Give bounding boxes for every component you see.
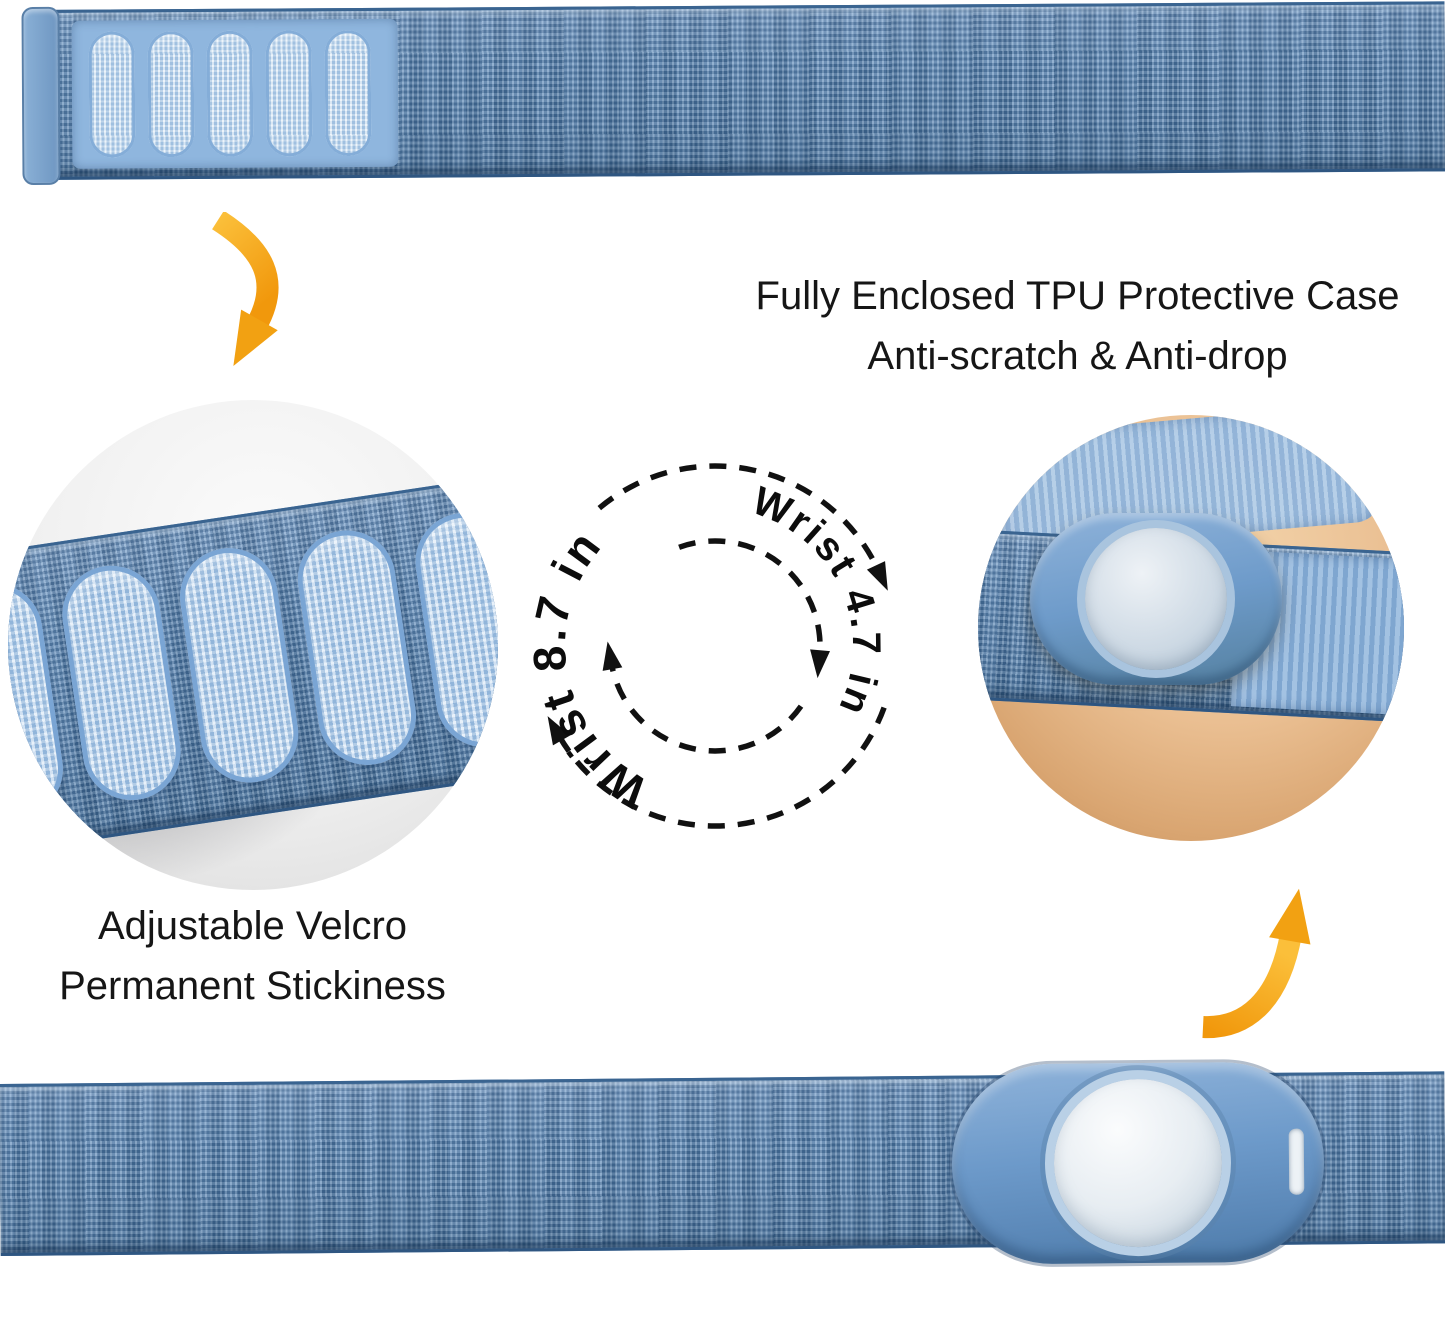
case-annotation-line1: Fully Enclosed TPU Protective Case	[755, 274, 1400, 318]
tpu-case-on-wrist	[1030, 513, 1282, 685]
top-strap	[21, 1, 1445, 186]
case-annotation: Fully Enclosed TPU Protective Case Anti-…	[715, 266, 1440, 386]
inner-dashed-arc	[602, 641, 804, 754]
loop-slot	[206, 30, 254, 157]
loop-slot-closeup	[8, 576, 70, 825]
outer-dashed-arc	[547, 706, 887, 829]
airtag-dome	[1085, 528, 1227, 670]
wrist-size-diagram: Wrist 8.7 in Wrist 4.7 in	[522, 463, 888, 829]
airtag-case	[951, 1061, 1325, 1265]
case-annotation-line2: Anti-scratch & Anti-drop	[867, 334, 1288, 378]
svg-text:Wrist 8.7 in: Wrist 8.7 in	[522, 519, 655, 818]
loop-slot	[324, 29, 372, 157]
loop-slot	[147, 31, 195, 158]
svg-text:Wrist 4.7 in: Wrist 4.7 in	[746, 479, 888, 724]
loop-slot-closeup	[173, 541, 306, 790]
velcro-annotation: Adjustable Velcro Permanent Stickiness	[15, 896, 490, 1016]
inner-dashed-arc	[678, 538, 830, 679]
wristband-photo-circle	[978, 415, 1404, 841]
airtag-dome	[1053, 1078, 1223, 1248]
loop-slot-closeup	[290, 523, 423, 772]
loop-slot-closeup	[55, 558, 188, 807]
strap-end-cap	[21, 6, 61, 186]
curved-up-arrow-icon	[1202, 888, 1311, 1039]
wrist-size-outer-label: Wrist 8.7 in	[522, 519, 652, 818]
loop-slot	[265, 30, 313, 157]
velcro-loop-panel	[71, 18, 399, 169]
strap-slot-hole	[1288, 1128, 1305, 1195]
velcro-annotation-line2: Permanent Stickiness	[59, 964, 446, 1008]
loop-slot	[88, 31, 136, 158]
velcro-closeup-band	[8, 464, 498, 860]
outer-dashed-arc	[597, 463, 888, 591]
bottom-strap	[0, 1061, 1445, 1265]
wrist-size-inner-label: Wrist 4.7 in	[746, 479, 885, 724]
velcro-closeup-circle	[8, 400, 498, 890]
curved-down-arrow-icon	[211, 212, 279, 367]
velcro-annotation-line1: Adjustable Velcro	[97, 904, 408, 948]
